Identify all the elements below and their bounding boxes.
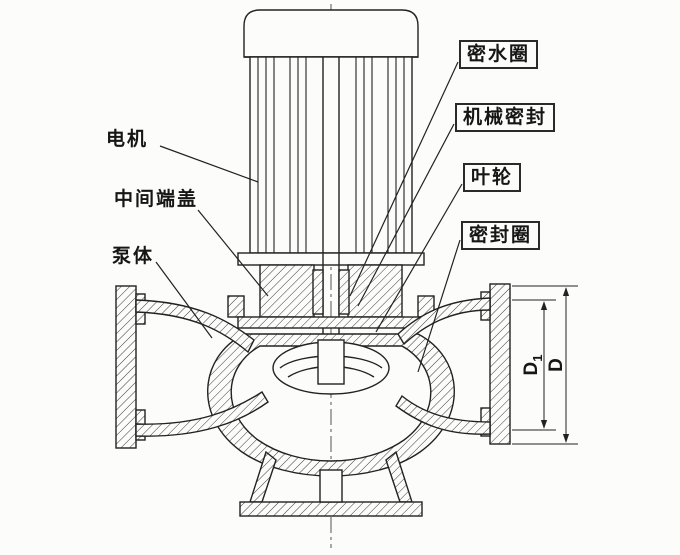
dimension-d1-letter: D xyxy=(521,361,543,376)
pump-base xyxy=(239,450,423,517)
extension-lines xyxy=(512,285,578,445)
callout-leader-lines xyxy=(155,61,463,373)
motor-bottom-flange xyxy=(237,252,425,266)
leader-mechanical-seal xyxy=(357,123,455,307)
base-flange xyxy=(239,501,423,517)
leader-water-seal-ring xyxy=(349,61,459,297)
label-impeller: 叶轮 xyxy=(463,163,522,192)
housing-stub-left xyxy=(227,295,245,318)
impeller-shape xyxy=(272,339,390,395)
dimension-lines xyxy=(512,285,578,445)
leader-pump-body xyxy=(155,261,213,339)
discharge-flange-plate xyxy=(489,283,511,445)
suction-flange-plate xyxy=(115,285,137,449)
dimension-d-letter: D xyxy=(546,358,567,372)
dimension-d1-subscript: 1 xyxy=(529,354,545,362)
suction-flange-assembly xyxy=(115,285,269,449)
discharge-pipe-upper-wall xyxy=(397,297,491,346)
dimension-label-d1: D1 xyxy=(521,355,545,376)
dimension-label-d: D xyxy=(546,358,568,372)
drain-boss xyxy=(319,469,343,503)
intermediate-cover-plate xyxy=(237,316,425,329)
discharge-flange-assembly xyxy=(395,283,511,445)
motor-cap xyxy=(243,9,419,58)
seal-housing xyxy=(227,264,435,329)
label-intermediate-end-cover: 中间端盖 xyxy=(114,189,199,210)
label-motor: 电机 xyxy=(106,129,149,150)
discharge-pipe-lower-wall xyxy=(395,394,491,435)
seal-chamber-left xyxy=(259,264,315,318)
label-water-seal-ring: 密水圈 xyxy=(459,40,539,69)
label-seal-ring: 密封圈 xyxy=(461,221,541,250)
leader-impeller xyxy=(375,183,463,333)
suction-pipe-lower-wall xyxy=(135,391,269,437)
label-pump-body: 泵体 xyxy=(112,246,155,267)
mechanical-seal-sleeve-left xyxy=(312,269,324,315)
mechanical-seal-sleeve-right xyxy=(338,269,350,315)
motor-fins xyxy=(257,57,405,253)
leader-intermediate-end-cover xyxy=(197,209,269,297)
leader-seal-ring xyxy=(417,239,461,373)
label-mechanical-seal: 机械密封 xyxy=(455,103,556,132)
leader-motor xyxy=(159,145,259,183)
motor-assembly xyxy=(237,9,425,266)
suction-pipe-upper-wall xyxy=(135,299,255,354)
